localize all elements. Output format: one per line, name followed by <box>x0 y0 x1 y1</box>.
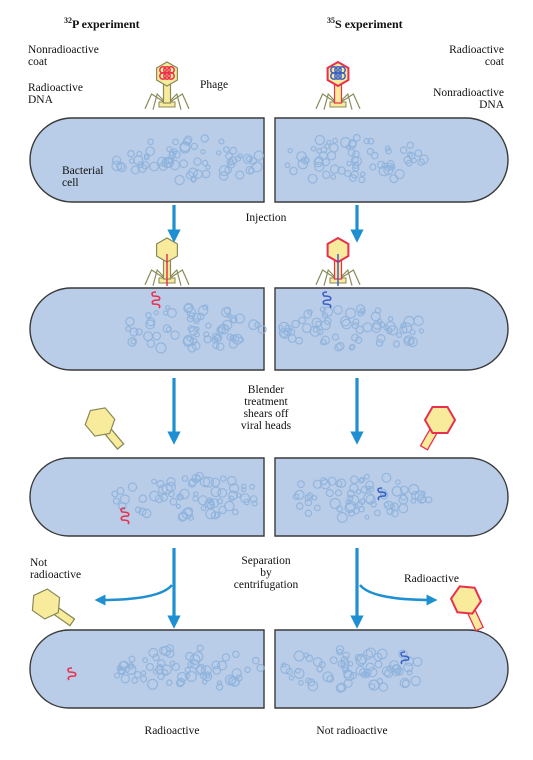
phage-head <box>423 406 457 434</box>
label-pellet-not-radioactive: Not radioactive <box>316 725 388 737</box>
chromosome-blob <box>113 644 265 691</box>
injected-dna-red <box>151 291 161 309</box>
phage-dna <box>330 66 346 80</box>
phage-dna <box>159 66 175 80</box>
phage-head <box>326 60 350 88</box>
p32-experiment-title: 32P experiment <box>64 16 140 31</box>
bacterial-cell-left <box>29 457 265 537</box>
dna-red-row3 <box>120 507 130 525</box>
sheared-head-right <box>419 406 457 451</box>
sheared-head-left <box>84 407 125 451</box>
injected-dna-blue <box>322 291 332 309</box>
cell-membrane <box>29 287 265 371</box>
chromosome-blob <box>125 302 267 354</box>
label-nonradioactive-dna: Nonradioactive DNA <box>433 87 504 111</box>
label-separation: Separation by centrifugation <box>233 555 299 591</box>
flow-arrows <box>94 205 438 629</box>
chromosome-blob <box>111 134 264 186</box>
phage-head <box>31 588 61 620</box>
bacterial-cell-right <box>274 457 509 537</box>
label-pellet-radioactive: Radioactive <box>144 725 200 737</box>
chromosome-blob <box>111 471 258 522</box>
label-not-radioactive-supernatant: Not radioactive <box>30 557 82 581</box>
label-injection: Injection <box>245 212 287 224</box>
bacterial-cell-right <box>274 117 509 203</box>
cell-membrane <box>274 117 509 203</box>
phage-head <box>84 407 116 437</box>
dna-blue-row4 <box>400 651 410 665</box>
bacterial-cell-right <box>274 629 509 709</box>
arrow-branch-left <box>94 584 174 606</box>
bacterial-cells <box>29 117 509 709</box>
tail-fiber <box>315 269 339 286</box>
chromosome-blob <box>292 472 433 523</box>
dna-red-row4 <box>67 667 77 681</box>
phage-tail <box>162 83 172 104</box>
s35-experiment-title: 35S experiment <box>327 16 403 31</box>
cell-membrane <box>274 457 509 537</box>
phage-head <box>449 585 483 615</box>
phages <box>31 60 485 681</box>
chromosome-blob <box>284 133 429 184</box>
bacterial-cell-left <box>29 287 267 371</box>
tail-fiber <box>144 269 168 286</box>
phage-head <box>156 61 178 87</box>
phage <box>315 60 361 110</box>
label-nonradioactive-coat: Nonradioactive coat <box>28 44 99 68</box>
tail-fiber <box>337 269 361 286</box>
tail-fiber <box>337 93 361 110</box>
label-bacterial-cell: Bacterial cell <box>62 165 104 189</box>
supernatant-head-left <box>31 588 76 627</box>
tail-fiber <box>144 93 168 110</box>
supernatant-head-right <box>449 585 485 632</box>
chromosome-blob <box>280 645 423 693</box>
label-radioactive-dna: Radioactive DNA <box>28 82 83 106</box>
tail-fiber <box>166 93 190 110</box>
tail-fiber <box>166 269 190 286</box>
label-phage: Phage <box>200 79 229 91</box>
bacterial-cell-right <box>274 287 509 371</box>
bacterial-cell-left <box>29 117 265 203</box>
tail-fiber <box>315 93 339 110</box>
chromosome-blob <box>278 304 425 352</box>
label-radioactive-supernatant: Radioactive <box>404 573 459 585</box>
dna-blue-row3 <box>377 487 387 501</box>
phage <box>144 61 190 110</box>
arrow-branch-right <box>358 584 438 606</box>
bacterial-cell-left <box>29 629 265 709</box>
phage <box>315 236 361 286</box>
label-blender-treatment: Blender treatment shears off viral heads <box>240 384 292 432</box>
phage <box>144 237 190 286</box>
label-radioactive-coat: Radioactive coat <box>449 44 504 68</box>
